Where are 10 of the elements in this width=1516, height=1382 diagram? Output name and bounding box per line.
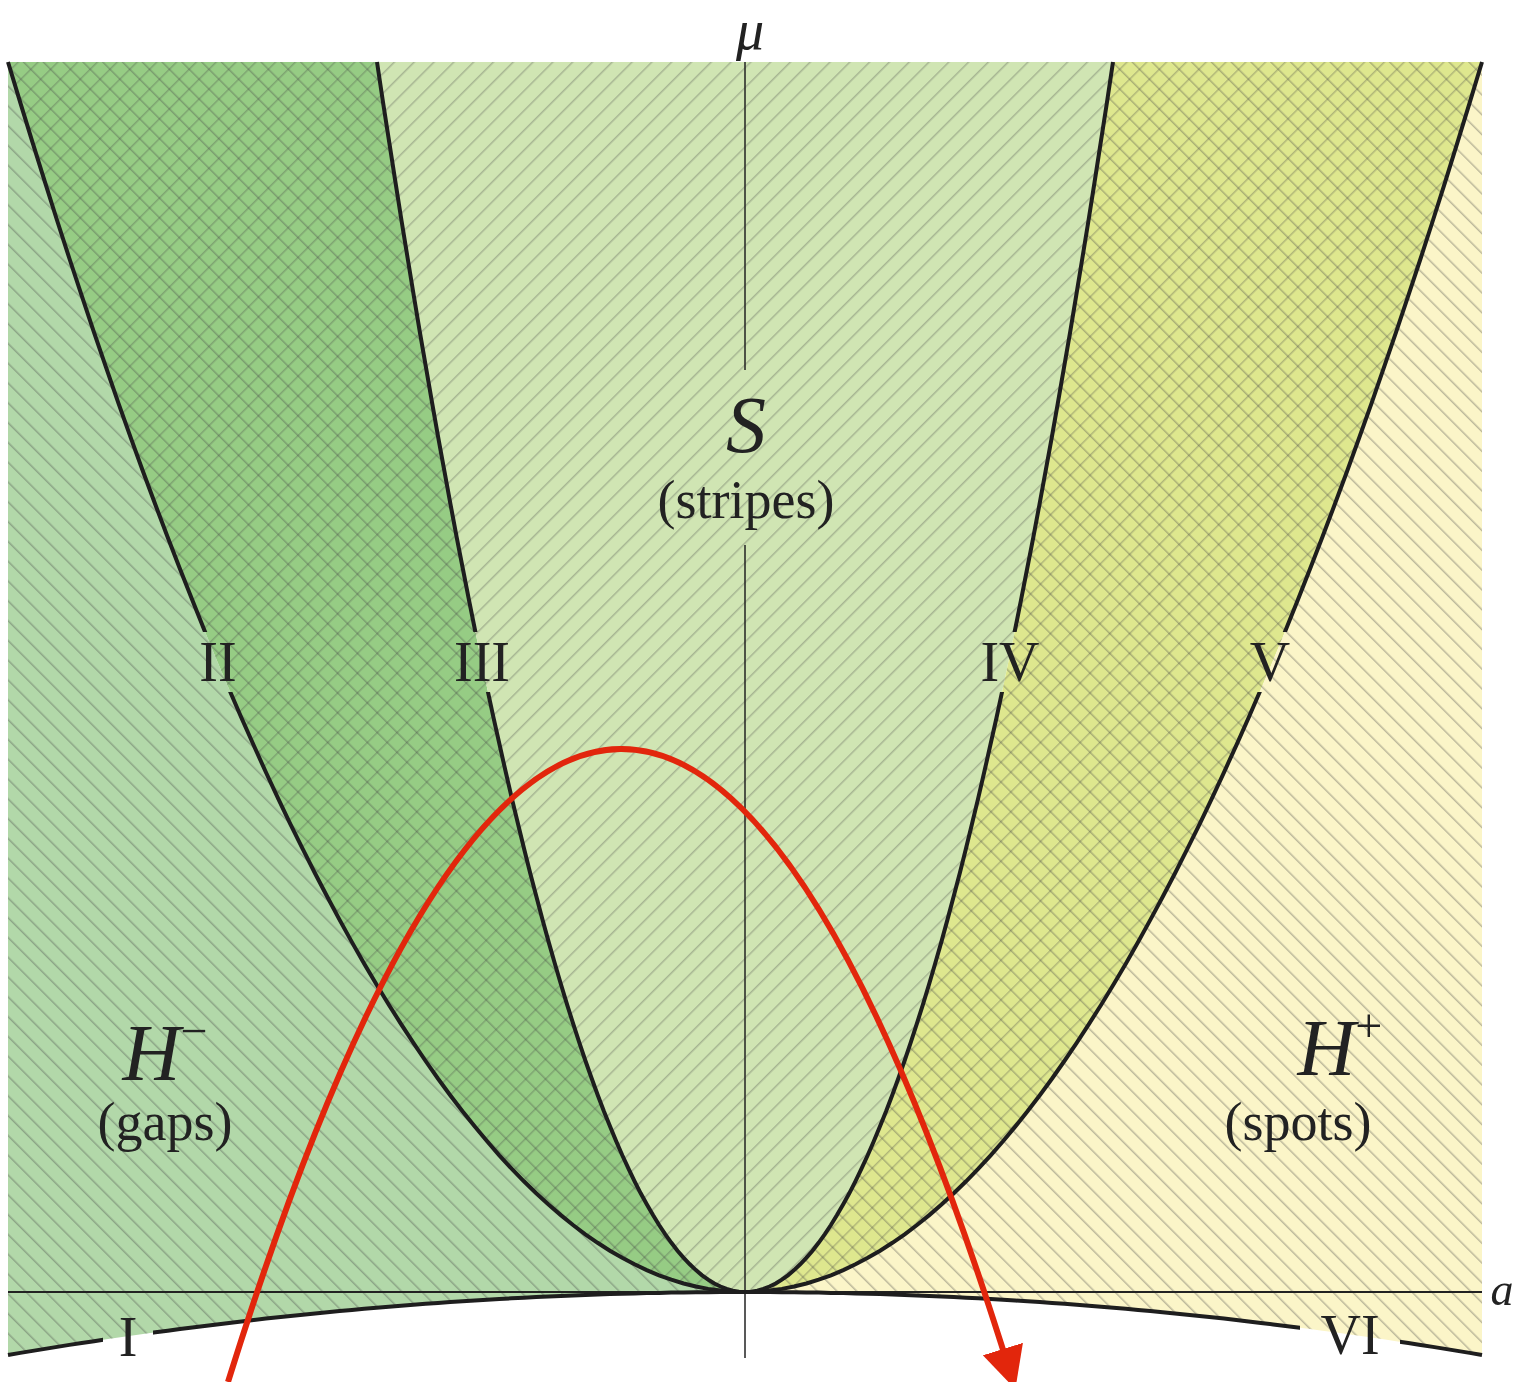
- region-label: S: [726, 385, 766, 465]
- region-label: H$^{−}$: [122, 1006, 208, 1094]
- region-label: II: [199, 634, 237, 690]
- region-label: I: [118, 1309, 138, 1365]
- region-label: III: [454, 634, 510, 690]
- region-label: VI: [1320, 1307, 1380, 1363]
- region-label: H$^{+}$: [1297, 1001, 1383, 1089]
- region-label: V: [1249, 634, 1291, 690]
- region-label: IV: [980, 634, 1040, 690]
- region-label: a: [1490, 1267, 1514, 1313]
